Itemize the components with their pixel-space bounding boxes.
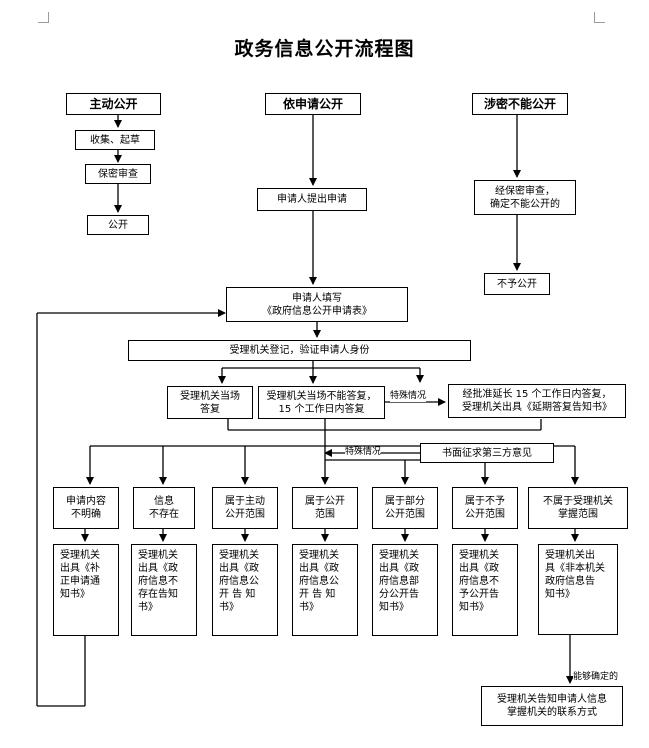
step-publish: 公开 bbox=[87, 215, 149, 235]
heading-secret-no-disclosure: 涉密不能公开 bbox=[472, 93, 568, 115]
step-extension-notice: 经批准延长 15 个工作日内答复， 受理机关出具《延期答复告知书》 bbox=[448, 384, 626, 418]
result-partial-disclosure-notice: 受理机关 出具《政 府信息部 分公开告 知书》 bbox=[372, 544, 438, 636]
condition-not-disclosed-scope: 属于不予 公开范围 bbox=[452, 487, 518, 529]
condition-public-scope: 属于公开 范围 bbox=[292, 487, 358, 529]
corner-mark-left bbox=[38, 12, 49, 23]
special-case-label-1: 特殊情况 bbox=[390, 391, 427, 402]
step-submit-application: 申请人提出申请 bbox=[257, 188, 367, 211]
special-case-label-2: 特殊情况 bbox=[345, 447, 382, 458]
result-non-disclosure-notice: 受理机关 出具《政 府信息不 予公开告 知书》 bbox=[452, 544, 518, 636]
condition-active-scope: 属于主动 公开范围 bbox=[212, 487, 278, 529]
result-disclosure-notice: 受理机关 出具《政 府信息公 开 告 知 书》 bbox=[292, 544, 358, 636]
condition-unclear-content: 申请内容 不明确 bbox=[53, 487, 119, 529]
condition-partial-scope: 属于部分 公开范围 bbox=[372, 487, 438, 529]
result-not-this-agency-notice: 受理机关出 具《非本机关 政府信息告 知书》 bbox=[538, 544, 618, 635]
step-third-party-opinion: 书面征求第三方意见 bbox=[420, 443, 554, 463]
heading-apply-disclosure: 依申请公开 bbox=[265, 93, 361, 115]
step-collect-draft: 收集、起草 bbox=[75, 130, 155, 150]
result-not-exist-notice: 受理机关 出具《政 府信息不 存在告知 书》 bbox=[131, 544, 197, 636]
corner-mark-right bbox=[594, 12, 605, 23]
determinable-label: 能够确定的 bbox=[573, 672, 619, 683]
step-reply-on-spot: 受理机关当场 答复 bbox=[167, 386, 253, 419]
heading-active-disclosure: 主动公开 bbox=[66, 93, 161, 115]
final-contact-info: 受理机关告知申请人信息 掌握机关的联系方式 bbox=[481, 686, 623, 726]
result-supplement-notice: 受理机关 出具《补 正申请通 知书》 bbox=[53, 544, 119, 636]
condition-info-not-exist: 信息 不存在 bbox=[133, 487, 195, 529]
step-no-disclose: 不予公开 bbox=[484, 273, 550, 295]
condition-outside-scope: 不属于受理机关 掌握范围 bbox=[528, 487, 628, 529]
result-active-disclosure-notice: 受理机关 出具《政 府信息公 开 告 知 书》 bbox=[212, 544, 278, 636]
step-register-verify: 受理机关登记，验证申请人身份 bbox=[128, 340, 471, 361]
diagram-title: 政务信息公开流程图 bbox=[234, 38, 415, 60]
step-fill-form: 申请人填写 《政府信息公开申请表》 bbox=[226, 287, 408, 322]
step-reply-in-15-days: 受理机关当场不能答复， 15 个工作日内答复 bbox=[258, 386, 385, 419]
step-secret-review: 经保密审查， 确定不能公开的 bbox=[474, 180, 576, 215]
step-security-review: 保密审查 bbox=[85, 164, 151, 184]
